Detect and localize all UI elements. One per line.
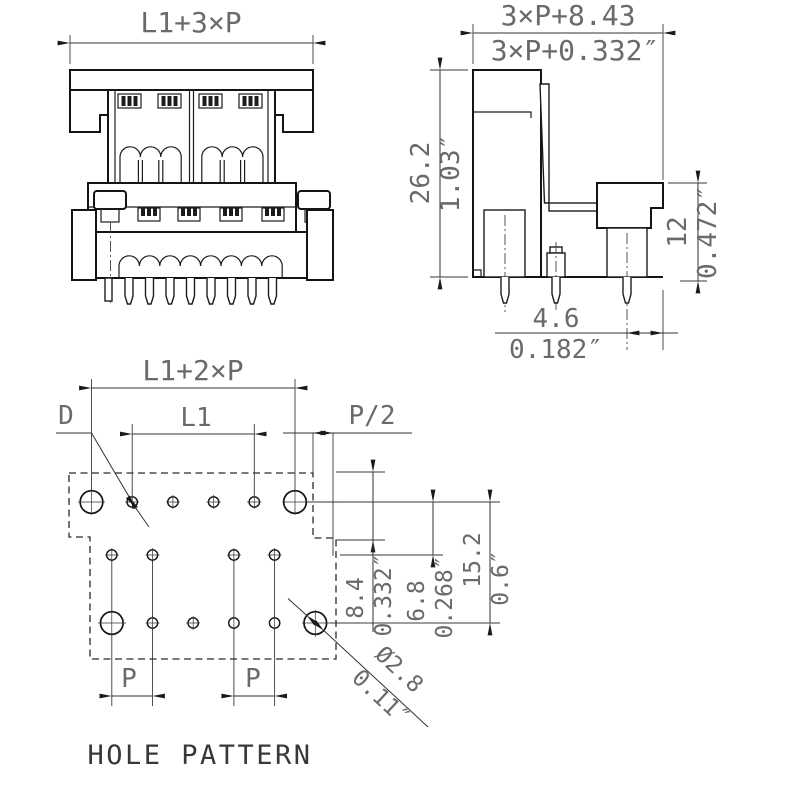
side-width-mm: 3×P+8.43	[501, 0, 636, 32]
side-shelf	[548, 202, 598, 212]
front-upper-contacts	[117, 93, 263, 109]
edge-offset-mm: 8.4	[343, 577, 369, 619]
hole-pattern-view: L1+2×P L1 D P/2 8.4 0.332″ 6.8 0.268″ 15…	[56, 354, 514, 771]
flange-height-mm: 12	[663, 216, 693, 247]
front-top-band	[69, 69, 314, 91]
hole-row-2	[105, 549, 281, 561]
hole-row-3	[98, 610, 348, 637]
front-lower-body	[95, 231, 308, 279]
ref-leader-arrow	[125, 495, 150, 528]
pin-collar-scallops	[118, 255, 283, 278]
row-gap-in: 0.268″	[432, 555, 458, 638]
edge-offset-in: 0.332″	[371, 553, 397, 636]
side-inner-line	[473, 111, 532, 118]
inner-width-label: L1	[180, 403, 211, 433]
front-view: L1+3×P	[57, 6, 334, 305]
side-base-step	[473, 269, 482, 277]
ref-leader-arrow	[91, 432, 138, 510]
side-right-block	[596, 182, 664, 229]
front-right-flange	[274, 89, 314, 133]
front-spring-contacts	[119, 146, 264, 183]
side-view: 3×P+8.43 3×P+0.332″ 26.2 1.03″ 12	[406, 0, 723, 365]
side-left-pedestal	[483, 209, 526, 278]
side-right-pedestal	[606, 227, 648, 278]
hole-center-ticks	[91, 489, 296, 636]
dia-leader-line	[313, 620, 429, 728]
side-width-in: 3×P+0.332″	[491, 34, 660, 67]
front-right-latch	[297, 190, 331, 210]
pin-edge-in: 0.182″	[509, 335, 603, 365]
depth-mm: 15.2	[460, 532, 486, 587]
front-lower-contacts	[137, 207, 285, 222]
front-width-label: L1+3×P	[140, 6, 241, 39]
front-left-block	[71, 209, 97, 281]
flange-height-in: 0.472″	[693, 185, 723, 279]
side-height-in: 1.03″	[436, 134, 466, 212]
front-pins	[104, 277, 278, 305]
front-right-block	[306, 209, 334, 281]
front-left-flange	[69, 89, 109, 133]
row-gap-mm: 6.8	[404, 580, 430, 622]
ref-hole-label: D	[58, 401, 74, 431]
footprint-outline	[68, 472, 337, 660]
side-height-mm: 26.2	[406, 142, 436, 205]
front-left-latch-stem	[100, 208, 120, 223]
pin-edge-mm: 4.6	[533, 304, 580, 334]
view-caption: HOLE PATTERN	[87, 740, 312, 771]
dia-leader-arrow	[287, 598, 318, 626]
pitch-b-label: P	[245, 664, 261, 694]
overall-width-label: L1+2×P	[142, 354, 243, 387]
pitch-a-label: P	[121, 664, 137, 694]
depth-in: 0.6″	[488, 550, 514, 605]
side-pins	[500, 277, 632, 304]
front-left-latch	[93, 190, 127, 210]
half-pitch-label: P/2	[349, 401, 396, 431]
